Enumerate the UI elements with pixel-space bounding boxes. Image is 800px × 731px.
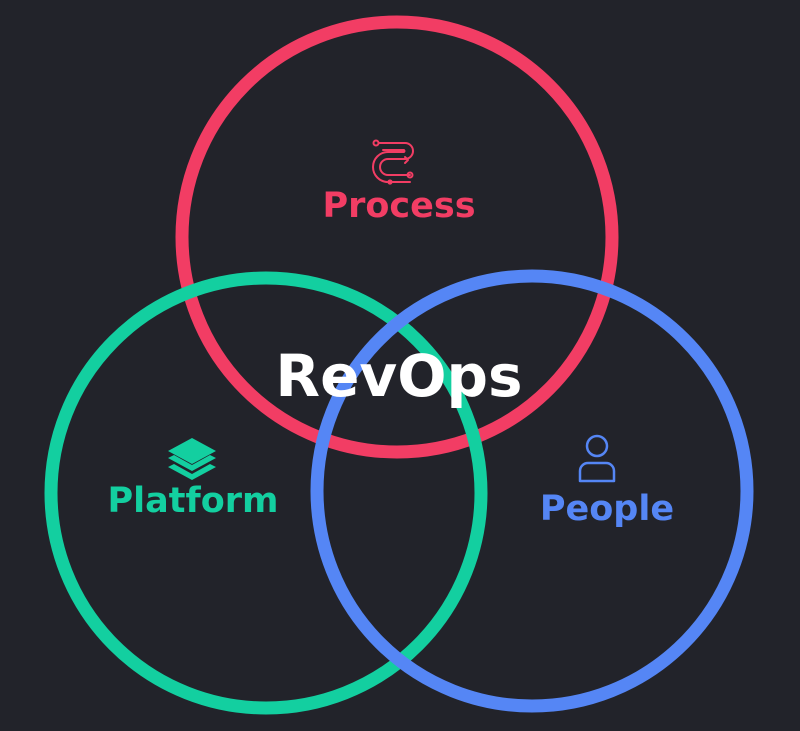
process-circle [175, 15, 619, 459]
people-label: People [540, 489, 674, 529]
people-circle [310, 269, 754, 713]
process-label: Process [322, 186, 475, 226]
layers-stack-icon [168, 438, 216, 480]
platform-circle [44, 271, 488, 715]
center-label: RevOps [275, 342, 522, 410]
platform-label: Platform [107, 481, 278, 521]
process-path-icon [372, 139, 414, 185]
person-icon [578, 434, 616, 483]
